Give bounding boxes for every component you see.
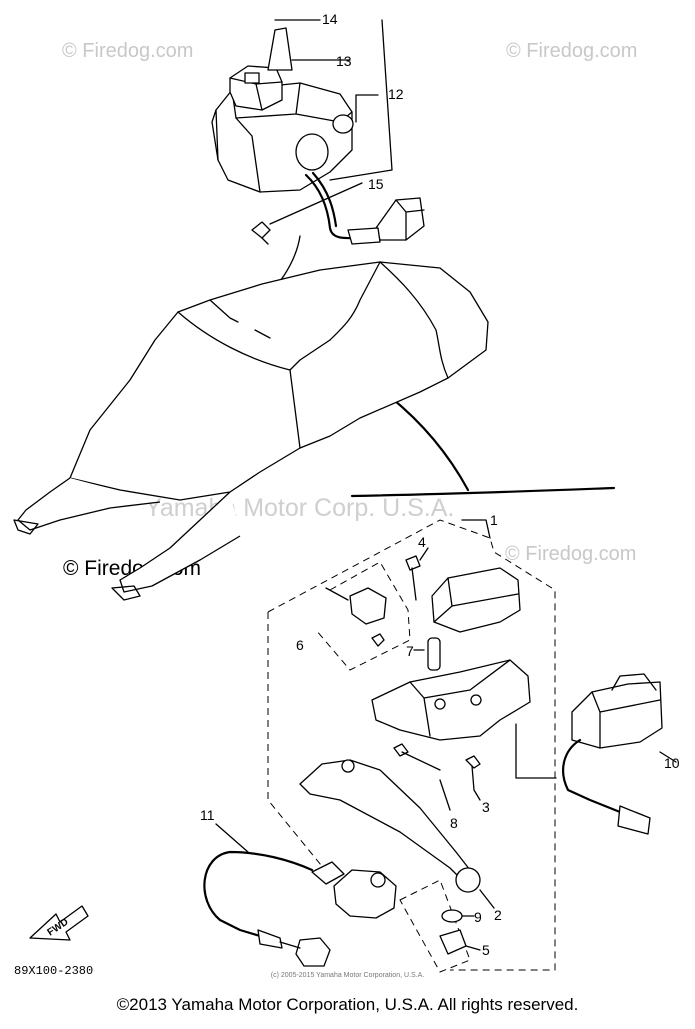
footer-copyright: ©2013 Yamaha Motor Corporation, U.S.A. A…: [116, 995, 579, 1014]
watermark-firedog-mid-right: © Firedog.com: [505, 543, 636, 565]
callout-15: 15: [368, 176, 384, 192]
callout-2: 2: [494, 907, 502, 923]
callout-7: 7: [406, 643, 414, 659]
fwd-arrow-icon: FWD: [29, 905, 89, 941]
callout-6: 6: [296, 637, 304, 653]
callout-8: 8: [450, 815, 458, 831]
small-copyright: (c) 2005-2015 Yamaha Motor Corporation, …: [270, 972, 425, 979]
callout-1: 1: [490, 512, 498, 528]
watermark-yamaha: Yamaha Motor Corp. U.S.A.: [145, 494, 454, 522]
callout-13: 13: [336, 53, 352, 69]
callout-12: 12: [388, 86, 404, 102]
callout-10: 10: [664, 755, 680, 771]
drawing-code: 89X100-2380: [14, 964, 94, 978]
callout-9: 9: [474, 909, 482, 925]
callout-14: 14: [322, 11, 338, 27]
callout-4: 4: [418, 534, 426, 550]
switch-housing-assembly: [211, 27, 425, 245]
brake-lever-assembly: 1 4 6 7 3 8 2: [200, 512, 680, 973]
hood-cowling: [13, 261, 616, 601]
callout-3: 3: [482, 799, 490, 815]
callout-5: 5: [482, 942, 490, 958]
watermark-firedog-top-right: © Firedog.com: [506, 40, 637, 62]
callout-11: 11: [200, 807, 215, 823]
watermark-firedog-top-left: © Firedog.com: [62, 40, 193, 62]
